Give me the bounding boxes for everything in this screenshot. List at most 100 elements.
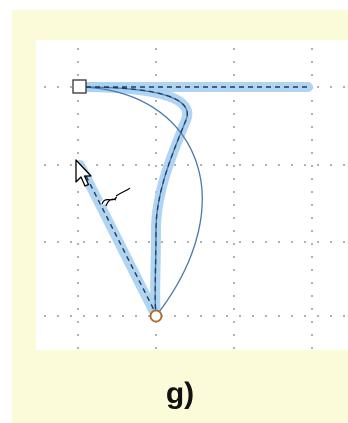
- grid-dot: [311, 74, 313, 76]
- grid-dot: [233, 308, 235, 310]
- grid-dot: [233, 230, 235, 232]
- grid-dot: [70, 241, 72, 243]
- grid-dot: [155, 165, 157, 167]
- grid-dot: [343, 86, 345, 88]
- grid-dot: [311, 152, 313, 154]
- grid-dot: [122, 315, 124, 317]
- grid-dot: [155, 152, 157, 154]
- grid-dot: [252, 241, 254, 243]
- grid-dot: [233, 269, 235, 271]
- grid-dot: [311, 269, 313, 271]
- grid-dot: [77, 113, 79, 115]
- grid-dot: [311, 48, 313, 50]
- grid-dot: [252, 164, 254, 166]
- grid-dot: [155, 178, 157, 180]
- bezier-curve-tool-icon: [100, 186, 132, 207]
- grid-dot: [77, 256, 79, 258]
- grid-dot: [148, 315, 150, 317]
- grid-dot: [226, 315, 228, 317]
- grid-dot: [187, 241, 189, 243]
- grid-dot: [311, 347, 313, 349]
- grid-dot: [148, 164, 150, 166]
- highlight-left-line: [75, 160, 161, 321]
- grid-dot: [77, 74, 79, 76]
- square-handle[interactable]: [72, 79, 87, 94]
- grid-dot: [77, 100, 79, 102]
- circle-handle[interactable]: [149, 309, 163, 323]
- grid-dot: [311, 243, 313, 245]
- grid-dot: [311, 126, 313, 128]
- grid-dot: [187, 164, 189, 166]
- grid-dot: [155, 139, 157, 141]
- grid-dot: [161, 164, 163, 166]
- grid-dot: [77, 126, 79, 128]
- grid-dot: [174, 241, 176, 243]
- grid-dot: [233, 152, 235, 154]
- grid-dot: [265, 241, 267, 243]
- grid-dot: [330, 164, 332, 166]
- grid-dot: [174, 315, 176, 317]
- grid-dot: [233, 295, 235, 297]
- grid-dot: [70, 315, 72, 317]
- grid-dot: [109, 241, 111, 243]
- grid-dot: [233, 347, 235, 349]
- grid-dot: [135, 164, 137, 166]
- grid-dot: [311, 321, 313, 323]
- grid-dot: [155, 74, 157, 76]
- curve-diagram: [44, 48, 345, 349]
- grid-dot: [77, 204, 79, 206]
- grid-dot: [233, 321, 235, 323]
- grid-dot: [77, 282, 79, 284]
- grid-dot: [233, 74, 235, 76]
- grid-dot: [155, 48, 157, 50]
- grid-dot: [311, 191, 313, 193]
- grid-dot: [233, 191, 235, 193]
- grid-dot: [233, 61, 235, 63]
- grid-dot: [109, 164, 111, 166]
- grid-dot: [317, 241, 319, 243]
- grid-dot: [291, 241, 293, 243]
- grid-dot: [278, 241, 280, 243]
- grid-dot: [83, 315, 85, 317]
- grid-dot: [343, 164, 345, 166]
- grid-dot: [278, 315, 280, 317]
- grid-dot: [77, 139, 79, 141]
- grid-dot: [161, 241, 163, 243]
- grid-dot: [122, 164, 124, 166]
- grid-dot: [233, 178, 235, 180]
- drawing-canvas[interactable]: [36, 40, 348, 350]
- grid-dot: [83, 241, 85, 243]
- grid-dot: [77, 308, 79, 310]
- grid-dot: [233, 282, 235, 284]
- grid-dot: [135, 315, 137, 317]
- grid-dot: [70, 164, 72, 166]
- grid-dot: [311, 113, 313, 115]
- grid-dot: [155, 113, 157, 115]
- grid-dot: [311, 61, 313, 63]
- grid-dot: [44, 86, 46, 88]
- grid-dot: [233, 100, 235, 102]
- grid-dot: [291, 164, 293, 166]
- grid-dot: [77, 295, 79, 297]
- grid-dot: [233, 126, 235, 128]
- grid-dot: [304, 164, 306, 166]
- grid-dot: [70, 86, 72, 88]
- grid-dot: [77, 347, 79, 349]
- grid-dot: [233, 334, 235, 336]
- grid-dot: [233, 243, 235, 245]
- grid-dot: [330, 86, 332, 88]
- grid-dot: [239, 241, 241, 243]
- grid-dot: [44, 164, 46, 166]
- grid-dot: [311, 139, 313, 141]
- grid-dot: [187, 315, 189, 317]
- figure-label: g): [165, 377, 195, 410]
- grid-dot: [317, 164, 319, 166]
- grid-dot: [311, 308, 313, 310]
- grid-dot: [226, 164, 228, 166]
- grid-dot: [44, 241, 46, 243]
- grid-dot: [233, 165, 235, 167]
- arrow-cursor-icon: [75, 159, 92, 187]
- grid-dot: [77, 334, 79, 336]
- grid-dot: [57, 86, 59, 88]
- grid-dot: [200, 241, 202, 243]
